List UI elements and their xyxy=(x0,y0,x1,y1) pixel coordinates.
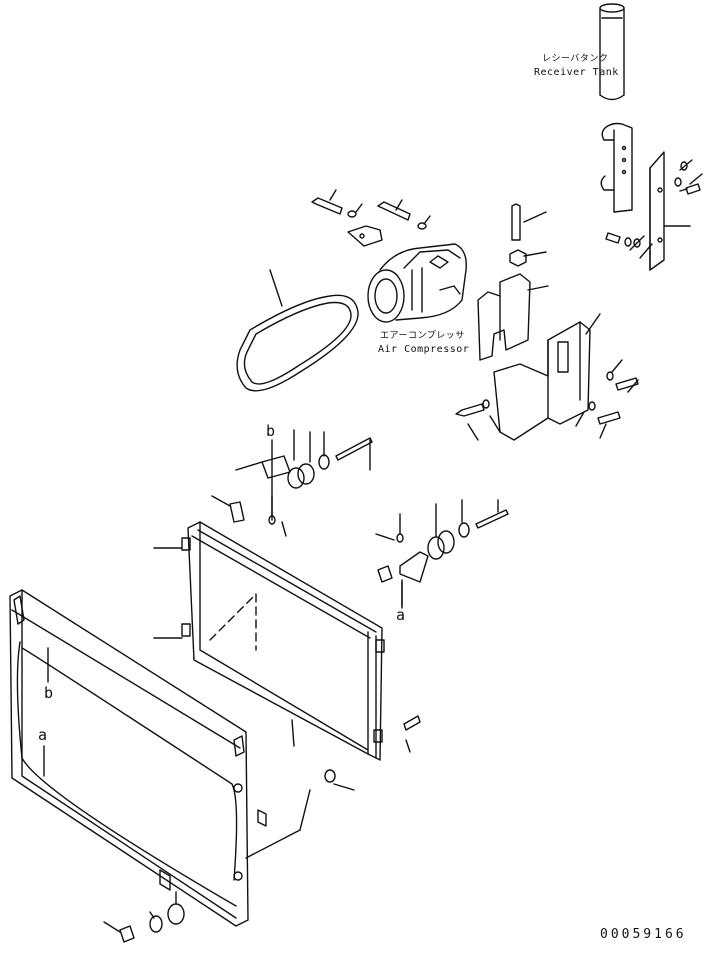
marker-a-lower: a xyxy=(38,726,48,744)
air-compressor-part xyxy=(348,226,466,322)
bottom-mount-parts xyxy=(104,716,420,942)
receiver-tank-en-label: Receiver Tank xyxy=(534,67,619,78)
condenser-part xyxy=(154,522,384,760)
air-compressor-en-label: Air Compressor xyxy=(378,344,470,355)
receiver-tank-part xyxy=(600,4,624,100)
side-mount-parts xyxy=(376,500,508,608)
drawing-number: 00059166 xyxy=(600,927,687,942)
marker-b-lower: b xyxy=(44,684,54,702)
receiver-tank-jp-label: レシーバタンク xyxy=(542,54,609,64)
marker-leaders xyxy=(44,440,402,776)
marker-b-upper: b xyxy=(266,422,276,440)
condenser-frame-part xyxy=(10,590,310,926)
tank-bolts xyxy=(606,160,702,258)
compressor-bracket-part xyxy=(478,204,600,440)
air-compressor-jp-label: エアーコンプレッサ xyxy=(380,331,465,341)
upper-mount-parts xyxy=(212,430,372,536)
drive-belt-part xyxy=(237,270,358,391)
bracket-bolts xyxy=(456,360,638,440)
compressor-bolts xyxy=(312,190,430,229)
marker-a-upper: a xyxy=(396,606,406,624)
tank-bracket-part xyxy=(601,124,664,271)
